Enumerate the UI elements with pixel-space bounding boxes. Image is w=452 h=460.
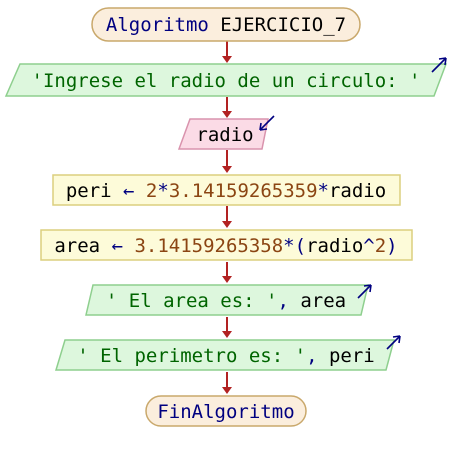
output-perimetro-node[interactable]: ' El perimetro es: ', peri: [54, 335, 401, 371]
connector-arrowhead: [222, 221, 232, 228]
end-terminal-shape: [145, 395, 307, 427]
label-token: Algoritmo: [106, 14, 220, 36]
label-token: ): [386, 235, 397, 257]
label-token: radio: [306, 235, 363, 257]
label-token: radio: [196, 124, 253, 146]
connector-arrowhead: [222, 276, 232, 283]
label-token: ,: [306, 345, 329, 367]
connector-arrowhead: [222, 56, 232, 63]
start-terminal-shape: [91, 7, 361, 42]
process-peri-node[interactable]: peri ← 2*3.14159265359*radio: [52, 174, 401, 206]
output-perimetro-label: ' El perimetro es: ', peri: [77, 345, 374, 367]
end-node[interactable]: FinAlgoritmo: [145, 395, 307, 427]
start-node[interactable]: Algoritmo EJERCICIO_7: [91, 7, 361, 42]
label-token: 2: [146, 180, 157, 202]
output-prompt-label: 'Ingrese el radio de un circulo: ': [32, 70, 421, 92]
label-token: ' El perimetro es: ': [77, 345, 306, 367]
label-token: ^: [363, 235, 374, 257]
label-token: *: [318, 180, 329, 202]
label-token: 3.14159265358: [134, 235, 283, 257]
start-label: Algoritmo EJERCICIO_7: [106, 14, 346, 36]
label-token: area: [300, 290, 346, 312]
label-token: ,: [277, 290, 300, 312]
output-arrow-icon: [431, 57, 447, 73]
process-area-label: area ← 3.14159265358*(radio^2): [54, 235, 397, 257]
label-token: EJERCICIO_7: [220, 14, 346, 36]
output-parallelogram-shape: [4, 63, 448, 97]
input-arrow-icon: [259, 115, 275, 131]
label-token: area: [54, 235, 111, 257]
output-area-label: ' El area es: ', area: [106, 290, 346, 312]
label-token: ' El area es: ': [106, 290, 278, 312]
label-token: FinAlgoritmo: [157, 401, 294, 423]
output-area-node[interactable]: ' El area es: ', area: [85, 284, 372, 316]
connector-arrowhead: [222, 331, 232, 338]
process-rect-shape: [40, 229, 413, 261]
process-rect-shape: [52, 174, 401, 206]
output-parallelogram-shape: [85, 284, 369, 316]
label-token: *: [157, 180, 168, 202]
label-token: peri: [329, 345, 375, 367]
label-token: peri: [66, 180, 123, 202]
output-arrow-icon: [386, 335, 401, 350]
end-label: FinAlgoritmo: [157, 401, 294, 423]
label-token: *(: [283, 235, 306, 257]
connectors: [222, 41, 232, 394]
label-token: 3.14159265359: [169, 180, 318, 202]
label-token: 'Ingrese el radio de un circulo: ': [32, 70, 421, 92]
connector-arrowhead: [222, 166, 232, 173]
process-area-node[interactable]: area ← 3.14159265358*(radio^2): [40, 229, 413, 261]
input-parallelogram-shape: [177, 118, 269, 150]
label-token: ←: [112, 235, 135, 257]
connector-arrowhead: [222, 111, 232, 118]
connector-arrowhead: [222, 387, 232, 394]
input-radio-node[interactable]: radio: [177, 115, 275, 150]
label-token: ←: [123, 180, 146, 202]
output-arrow-icon: [357, 284, 372, 299]
process-peri-label: peri ← 2*3.14159265359*radio: [66, 180, 386, 202]
output-parallelogram-shape: [54, 339, 395, 371]
label-token: radio: [329, 180, 386, 202]
input-radio-label: radio: [196, 124, 253, 146]
output-prompt-node[interactable]: 'Ingrese el radio de un circulo: ': [4, 57, 448, 97]
label-token: 2: [375, 235, 386, 257]
